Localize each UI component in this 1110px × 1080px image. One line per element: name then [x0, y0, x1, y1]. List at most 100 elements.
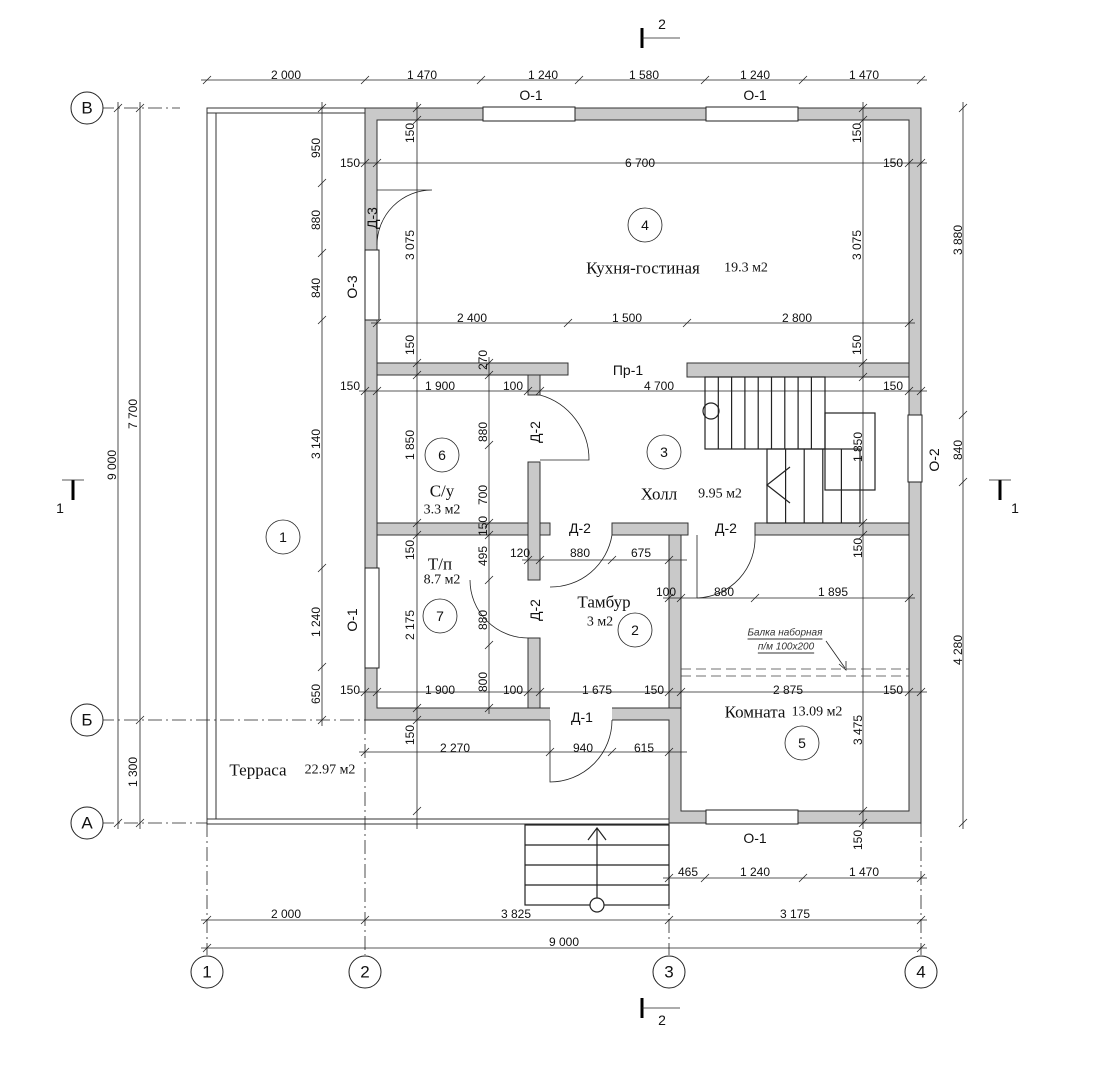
dimension-tick — [904, 158, 914, 168]
dimension-label: 800 — [476, 672, 490, 692]
dimension-tick — [202, 75, 212, 85]
dimension-tick — [360, 158, 370, 168]
room-name: Т/п — [428, 555, 452, 574]
arrow-icon — [825, 640, 847, 671]
dimension-tick — [484, 518, 494, 528]
dimension-label: 650 — [309, 684, 323, 704]
dimension-tick — [904, 593, 914, 603]
wall-wc-storage — [376, 522, 529, 536]
dimension-tick — [372, 318, 382, 328]
room-number-circle — [265, 519, 301, 555]
axis-label: 2 — [360, 963, 369, 982]
stair-start-circle — [589, 897, 605, 913]
dimension-tick — [916, 386, 926, 396]
axis-label: 3 — [664, 963, 673, 982]
axis-label: 4 — [916, 963, 925, 982]
dimension-tick — [360, 386, 370, 396]
room-number-circle — [422, 598, 458, 634]
dimension-label: 2 000 — [271, 68, 301, 82]
dimension-tick — [916, 75, 926, 85]
dimension-tick — [476, 75, 486, 85]
dimension-tick — [904, 386, 914, 396]
section-label: 2 — [658, 16, 666, 32]
entrance-opening — [550, 707, 612, 721]
axis-bubble — [652, 955, 686, 989]
dimension-label: 3 075 — [403, 230, 417, 260]
dimension-label: 950 — [309, 138, 323, 158]
dimension-label: 2 800 — [782, 311, 812, 325]
door-swing — [469, 579, 529, 639]
dimension-tick — [317, 248, 327, 258]
dimension-tick — [412, 370, 422, 380]
section-label: 2 — [658, 1012, 666, 1028]
window — [482, 106, 576, 122]
dimension-label: 1 900 — [425, 379, 455, 393]
dimension-label: 2 270 — [440, 741, 470, 755]
dimension-tick — [484, 575, 494, 585]
dimension-tick — [523, 687, 533, 697]
wall-segment — [527, 637, 541, 709]
dimension-label: 150 — [340, 156, 360, 170]
room-number: 4 — [641, 217, 649, 233]
dimension-tick — [372, 687, 382, 697]
section-label: 1 — [1011, 500, 1019, 516]
dimension-label: 1 675 — [582, 683, 612, 697]
dimension-label: 150 — [883, 683, 903, 697]
dimension-tick — [607, 555, 617, 565]
dimension-tick — [412, 806, 422, 816]
opening-label: Д-2 — [527, 599, 543, 621]
dimension-label: 1 240 — [740, 68, 770, 82]
dimension-label: 840 — [951, 440, 965, 460]
dimension-label: 6 700 — [625, 156, 655, 170]
window — [364, 249, 380, 321]
arrow-icon — [766, 466, 791, 504]
dimension-label: 1 850 — [851, 432, 865, 462]
dimension-label: 150 — [340, 379, 360, 393]
dimension-tick — [360, 687, 370, 697]
dimension-tick — [484, 640, 494, 650]
terrace-railing-left — [206, 107, 217, 824]
dimension-label: 3 825 — [501, 907, 531, 921]
room-number: 1 — [279, 529, 287, 545]
dimension-label: 880 — [714, 585, 734, 599]
dimension-label: 3 175 — [780, 907, 810, 921]
axis-bubble — [70, 91, 104, 125]
dimension-tick — [607, 747, 617, 757]
dimension-label: 1 470 — [407, 68, 437, 82]
door-swing — [376, 189, 433, 246]
room-area: 3 м2 — [587, 615, 613, 630]
room-area: 13.09 м2 — [792, 705, 843, 720]
dimension-lines — [62, 28, 1011, 1018]
door-swing — [539, 394, 590, 461]
dimension-label: 1 900 — [425, 683, 455, 697]
dimension-tick — [958, 410, 968, 420]
dimension-label: 150 — [644, 683, 664, 697]
dimension-label: 1 470 — [849, 865, 879, 879]
dimension-label: 100 — [503, 379, 523, 393]
dimension-tick — [958, 818, 968, 828]
room-number: 2 — [631, 622, 639, 638]
dimension-tick — [484, 703, 494, 713]
dimension-label: 880 — [476, 610, 490, 630]
dimension-label: 465 — [678, 865, 698, 879]
opening-label: Д-3 — [364, 207, 380, 229]
dimension-label: 1 580 — [629, 68, 659, 82]
wall-tambur-right — [668, 534, 682, 709]
dimension-label: 150 — [850, 335, 864, 355]
dimension-tick — [360, 75, 370, 85]
walls — [206, 107, 922, 825]
dimension-label: 880 — [476, 422, 490, 442]
dimension-tick — [798, 75, 808, 85]
room-number-circle — [424, 437, 460, 473]
dimension-label: 100 — [656, 585, 676, 599]
dimension-label: 880 — [309, 210, 323, 230]
dimension-tick — [858, 806, 868, 816]
dimension-tick — [412, 115, 422, 125]
dimension-tick — [412, 103, 422, 113]
dimension-label: 700 — [476, 485, 490, 505]
room-area: 3.3 м2 — [424, 503, 461, 518]
room-area: 8.7 м2 — [424, 573, 461, 588]
dimension-tick — [574, 75, 584, 85]
